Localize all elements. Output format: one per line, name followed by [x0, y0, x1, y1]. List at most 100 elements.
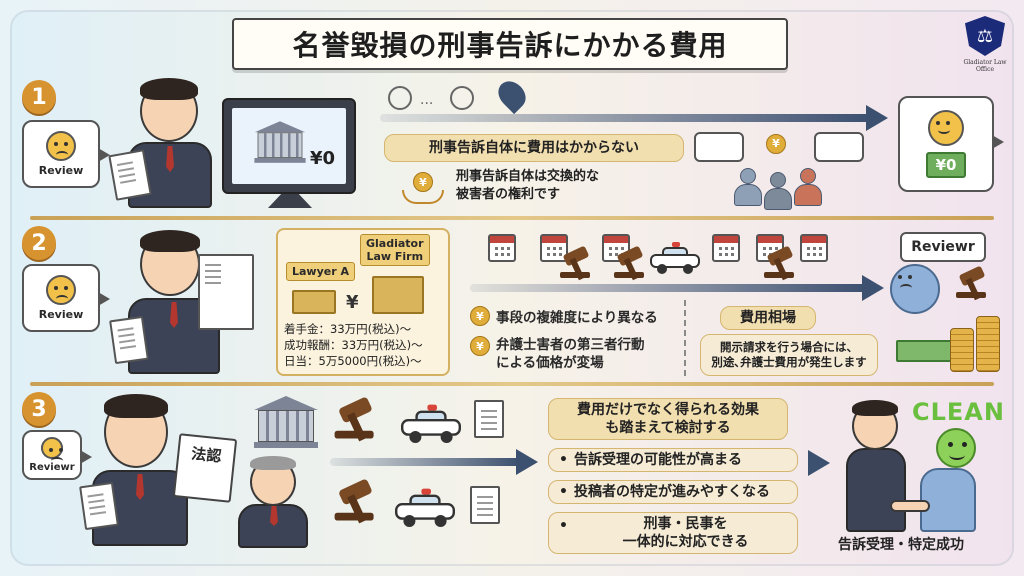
clipboard-icon — [109, 315, 149, 365]
gavel-icon — [560, 245, 596, 281]
police-station-icon — [254, 121, 306, 163]
clipboard-icon — [79, 481, 119, 531]
section-1-headline: 刑事告訴自体に費用はかからない — [384, 134, 684, 162]
screen-price: ¥0 — [310, 148, 336, 169]
arrow-head-icon — [516, 449, 538, 475]
section-2-point-1: ¥ 事段の複雑度により異なる — [470, 306, 658, 326]
review-label: Review — [38, 164, 84, 177]
section-1-note-line-1: 刑事告訴自体は交換的な — [456, 169, 600, 184]
page-title: 名誉毀損の刑事告訴にかかる費用 — [232, 18, 788, 70]
reviewer-label: Reviewr — [29, 462, 75, 473]
sad-face-icon — [46, 275, 76, 305]
money-stack-icon — [372, 276, 424, 314]
bullet-icon: • — [559, 483, 568, 500]
dashed-separator — [684, 300, 686, 376]
section-1-note-line-2: 被害者の権利です — [456, 187, 561, 202]
benefit-1: • 告訴受理の可能性が高まる — [548, 448, 798, 472]
market-rate-label: 費用相場 — [720, 306, 816, 330]
review-label: Review — [38, 308, 84, 321]
market-note: 開示請求を行う場合には、 別途､弁護士費用が発生します — [700, 334, 878, 376]
firm-tag-line-2: Law Firm — [366, 250, 424, 264]
police-car-icon — [401, 404, 461, 443]
cash-icon — [896, 340, 952, 362]
coin-stack-icon — [950, 328, 974, 372]
speech-bubble — [814, 132, 864, 162]
sad-face-icon — [890, 264, 940, 314]
bullet-icon: • — [559, 451, 568, 468]
benefit-3-line-2: 一体的に対応できる — [622, 534, 749, 550]
document-icon — [474, 400, 504, 438]
headline-line-2: も踏まえて検討する — [605, 420, 731, 436]
fee-line-2: 成功報酬：33万円(税込)〜 — [284, 338, 423, 352]
benefit-2: •投稿者の特定が進みやすくなる — [548, 480, 798, 504]
sad-face-icon — [46, 131, 76, 161]
calendar-icon — [712, 234, 740, 262]
calendar-icon — [540, 234, 568, 262]
person-icon — [764, 172, 792, 212]
coin-stack-icon — [976, 316, 1000, 372]
person-icon — [734, 168, 762, 208]
calendar-icon — [800, 234, 828, 262]
yen-exchange-icon: ¥ — [766, 132, 786, 154]
calendar-icon — [488, 234, 516, 262]
section-divider — [30, 382, 994, 386]
checklist-icon — [108, 149, 152, 201]
person-icon — [794, 168, 822, 208]
point-2-line-1: 弁護士害者の第三者行動 — [496, 337, 645, 353]
happy-face-icon — [936, 428, 976, 468]
ellipsis-icon: ··· — [420, 96, 434, 112]
section-3-number: 3 — [22, 392, 56, 426]
benefit-3-line-1: 刑事・民事を — [643, 515, 728, 532]
result-price: ¥0 — [925, 152, 967, 178]
lawyer-tag: Lawyer A — [286, 262, 355, 282]
clean-label: CLEAN — [912, 398, 1005, 426]
police-car-icon — [395, 488, 455, 527]
reviewer-bubble: Reviewr — [900, 232, 986, 262]
happy-face-icon — [928, 110, 964, 146]
yen-coin-icon: ¥ — [470, 336, 490, 356]
section-2-number: 2 — [22, 226, 56, 260]
clock-icon — [388, 86, 412, 110]
monitor-stand — [268, 194, 312, 208]
computer-monitor — [222, 98, 356, 194]
yen-hands-icon: ¥ — [402, 172, 444, 206]
section-3-review-bubble: Reviewr — [22, 430, 92, 480]
sad-face-icon — [41, 437, 63, 459]
firm-tag: Gladiator Law Firm — [360, 234, 430, 267]
arrow-head-icon — [866, 105, 888, 131]
section-1-number: 1 — [22, 80, 56, 114]
market-note-line-1: 開示請求を行う場合には、 — [720, 340, 858, 355]
gavel-icon — [764, 245, 800, 281]
fee-line-1: 着手金：33万円(税込)〜 — [284, 322, 412, 336]
point-2-line-2: による価格が変場 — [496, 355, 604, 372]
timeline-arrow-3 — [330, 458, 520, 466]
clock-icon — [450, 86, 474, 110]
clipboard-icon — [198, 254, 254, 330]
section-divider — [30, 216, 994, 220]
arrow-head-icon — [808, 450, 830, 476]
bullet-icon: • — [559, 518, 568, 534]
arrow-head-icon — [862, 275, 884, 301]
result-bubble-1: ¥0 — [898, 96, 1004, 192]
benefit-1-text: 告訴受理の可能性が高まる — [573, 451, 742, 468]
speech-bubble — [694, 132, 744, 162]
logo-text: Gladiator Law Office — [963, 59, 1007, 73]
point-1-text: 事段の複雑度により異なる — [496, 310, 658, 326]
gavel-icon — [614, 245, 650, 281]
section-3-headline: 費用だけでなく得られる効果 も踏まえて検討する — [548, 398, 788, 440]
money-stack-icon — [292, 290, 336, 314]
handshake-icon — [890, 500, 930, 512]
section-2-point-2: ¥ 弁護士害者の第三者行動 による価格が変場 — [470, 336, 645, 372]
yen-sign-icon: ¥ — [346, 292, 359, 313]
benefit-3: • 刑事・民事を 一体的に対応できる — [548, 512, 798, 554]
success-label: 告訴受理・特定成功 — [838, 537, 964, 553]
gavel-icon — [334, 396, 382, 442]
timeline-arrow-1 — [380, 114, 870, 122]
fee-line-3: 日当：5万5000円(税込)〜 — [284, 354, 422, 368]
scales-icon: ⚖ — [965, 16, 1005, 56]
headline-line-1: 費用だけでなく得られる効果 — [577, 401, 759, 418]
firm-tag-line-1: Gladiator — [366, 237, 424, 250]
gavel-icon — [956, 265, 992, 301]
market-note-line-2: 別途､弁護士費用が発生します — [711, 355, 867, 369]
law-office-logo: ⚖ Gladiator Law Office — [956, 16, 1014, 82]
